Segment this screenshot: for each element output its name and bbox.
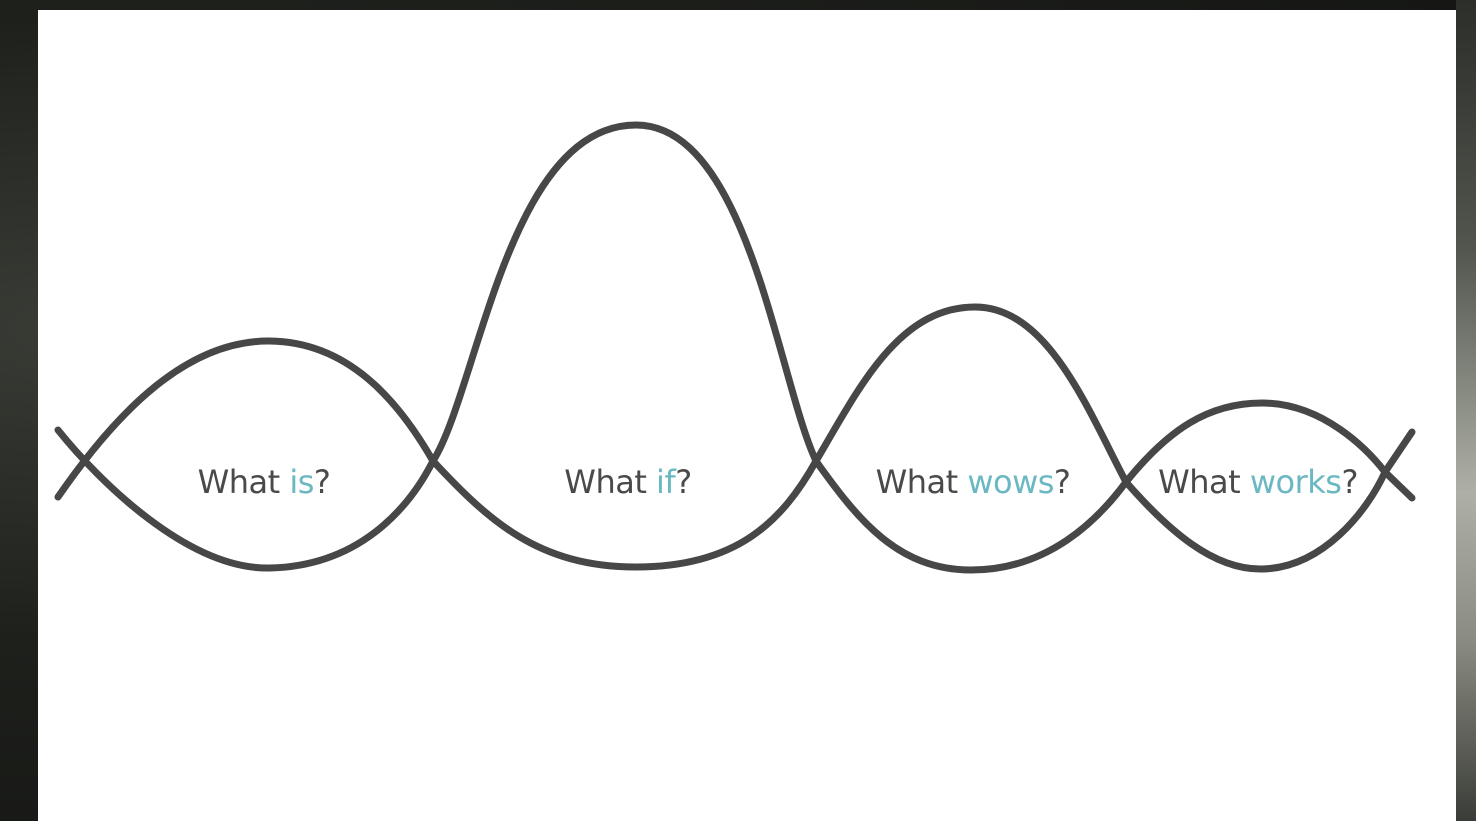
stage-label-what-wows: What wows? [876, 462, 1071, 502]
stage-label-what-is: What is? [198, 462, 331, 502]
stage-label-keyword: wows [967, 463, 1054, 501]
stage-label-keyword: works [1250, 463, 1342, 501]
stage-label-prefix: What [564, 463, 656, 501]
diagram-slide: What is? What if? What wows? What works? [38, 10, 1456, 821]
upper-wave-curve [58, 125, 1412, 497]
stage-label-keyword: is [289, 463, 314, 501]
stage-label-suffix: ? [675, 463, 691, 501]
stage-label-what-if: What if? [564, 462, 691, 502]
stage-label-keyword: if [656, 463, 675, 501]
stage-label-suffix: ? [314, 463, 330, 501]
stage-label-prefix: What [876, 463, 968, 501]
stage-label-suffix: ? [1341, 463, 1357, 501]
stage-label-suffix: ? [1054, 463, 1070, 501]
backdrop-edge [1456, 0, 1476, 821]
stage-label-prefix: What [198, 463, 290, 501]
wave-diagram [38, 10, 1456, 821]
stage-label-what-works: What works? [1158, 462, 1358, 502]
stage-label-prefix: What [1158, 463, 1250, 501]
